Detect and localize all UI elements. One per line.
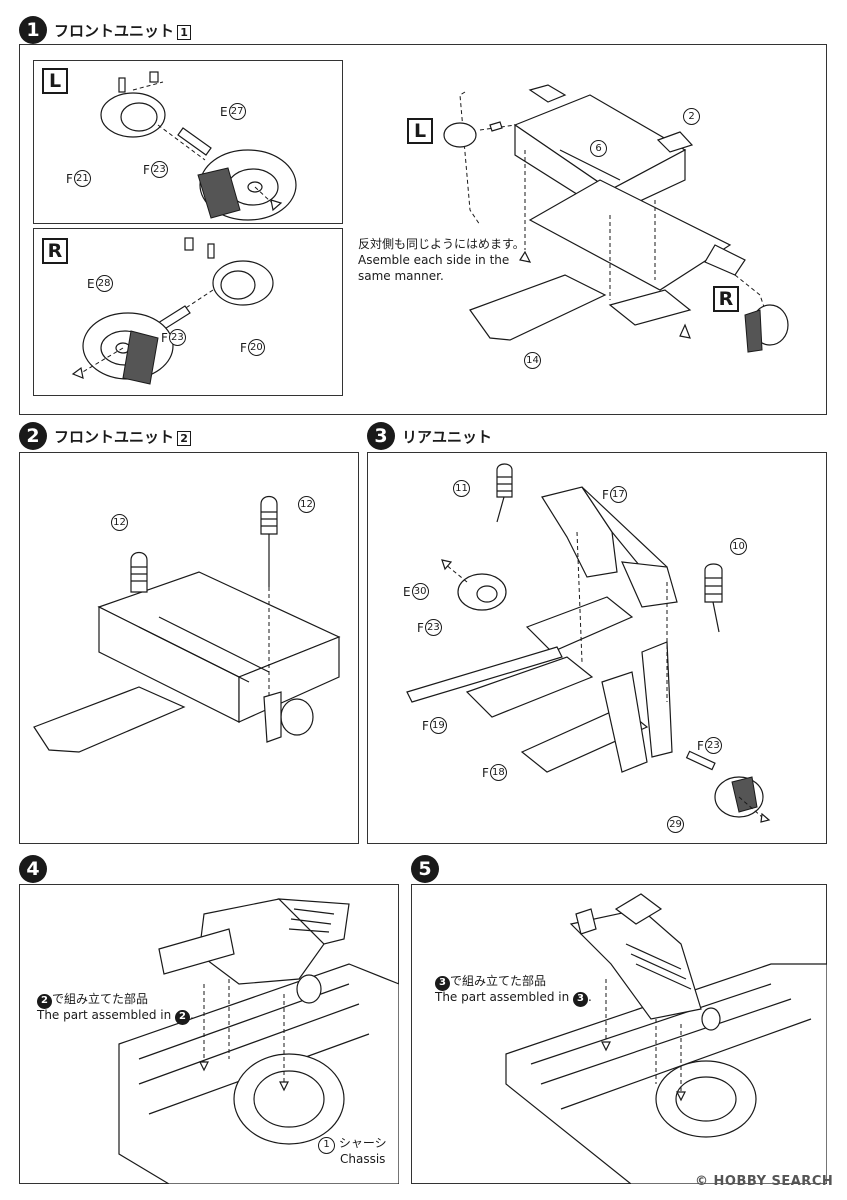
part-label-2: 2 (683, 108, 700, 125)
chassis-rear-install-drawing (505, 893, 827, 1184)
part-label-6: 6 (590, 140, 607, 157)
step-1-badge: 1 (19, 16, 47, 44)
part-label-12-right: 12 (298, 496, 315, 513)
chassis-num: 1 (318, 1136, 335, 1154)
rear-unit-drawing (406, 463, 771, 823)
watermark: © HOBBY SEARCH (695, 1174, 834, 1189)
note-line-jp: 反対側も同じようにはめます。 (358, 237, 525, 251)
step-1-title-box: 1 (177, 25, 192, 40)
part-label-12-left: 12 (111, 514, 128, 531)
right-side-tag: R (42, 238, 68, 264)
part-label-11: 11 (452, 480, 470, 497)
left-hub-drawing (100, 71, 297, 221)
step-3-title: リアユニット (402, 428, 493, 446)
left-side-tag: L (42, 68, 68, 94)
right-hub-drawing (71, 237, 274, 385)
step-4-ref-badge-en: 2 (175, 1009, 191, 1025)
part-label-29: 29 (666, 816, 684, 833)
part-label-14: 14 (524, 352, 541, 369)
step-4-ref-badge: 2 (37, 993, 52, 1009)
step-3-badge: 3 (367, 422, 395, 450)
part-label-10: 10 (729, 538, 747, 555)
step-2-badge: 2 (19, 422, 47, 450)
front-subframe-drawing (443, 84, 789, 353)
note-line-en-1: Asemble each side in the (358, 253, 510, 267)
chassis-label: 1 シャーシ (318, 1135, 387, 1154)
step-5-ref-badge: 3 (435, 975, 450, 991)
step-5-ref-badge-en: 3 (573, 991, 589, 1007)
main-left-tag: L (407, 118, 433, 144)
chassis-label-en: Chassis (340, 1152, 386, 1166)
step-4-ref-en: The part assembled in 2. (37, 1007, 194, 1025)
chassis-front-install-drawing (118, 898, 399, 1184)
step-5-ref-en: The part assembled in 3. (435, 989, 592, 1007)
note-line-en-2: same manner. (358, 269, 444, 283)
step-2-title-box: 2 (177, 431, 192, 446)
main-right-tag: R (713, 286, 739, 312)
front-unit-2-drawing (33, 495, 341, 753)
assembly-note: 反対側も同じようにはめます。 Asemble each side in the … (358, 236, 525, 284)
step-5-badge: 5 (411, 855, 439, 883)
step-4-badge: 4 (19, 855, 47, 883)
